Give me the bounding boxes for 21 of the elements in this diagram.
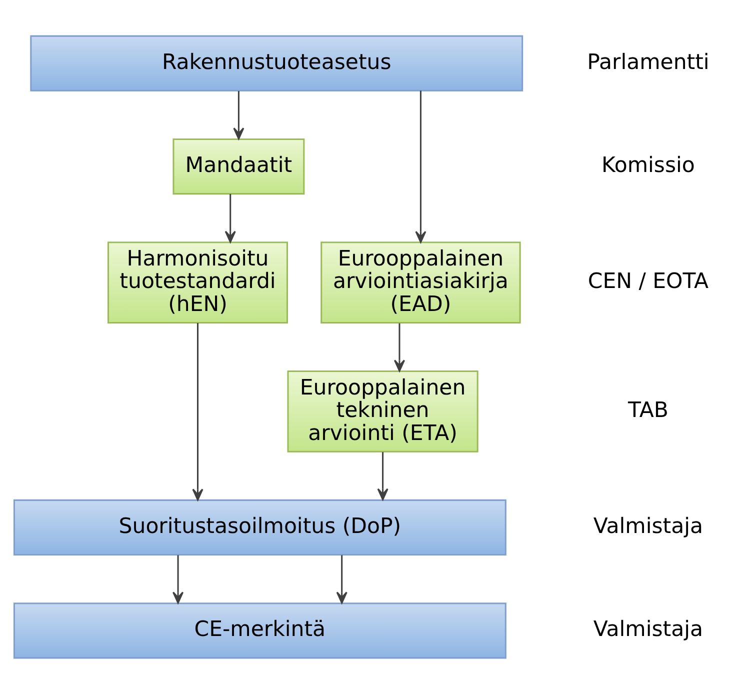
arrow bbox=[192, 322, 204, 500]
label: Parlamentti bbox=[587, 49, 710, 74]
node-box: Eurooppalainen arviointiasiakirja (EAD) bbox=[320, 241, 521, 323]
node-box: Eurooppalainen tekninen arviointi (ETA) bbox=[287, 370, 478, 452]
node-box: CE-merkintä bbox=[13, 602, 506, 658]
node-box: Suoritustasoilmoitus (DoP) bbox=[13, 498, 506, 556]
arrow bbox=[415, 90, 426, 242]
arrow bbox=[224, 194, 236, 242]
node-box: Rakennustuoteasetus bbox=[30, 34, 524, 91]
node-box: Mandaatit bbox=[172, 138, 305, 194]
label: TAB bbox=[628, 398, 668, 423]
arrow bbox=[377, 452, 388, 500]
label: Valmistaja bbox=[593, 616, 704, 642]
arrow bbox=[336, 554, 348, 604]
label: CEN / EOTA bbox=[588, 268, 709, 294]
arrow bbox=[172, 554, 184, 604]
arrow bbox=[394, 322, 405, 372]
label: Valmistaja bbox=[593, 514, 704, 539]
label: Komissio bbox=[602, 152, 695, 178]
arrow bbox=[233, 90, 244, 140]
node-box: Harmonisoitu tuotestandardi (hEN) bbox=[108, 241, 288, 323]
